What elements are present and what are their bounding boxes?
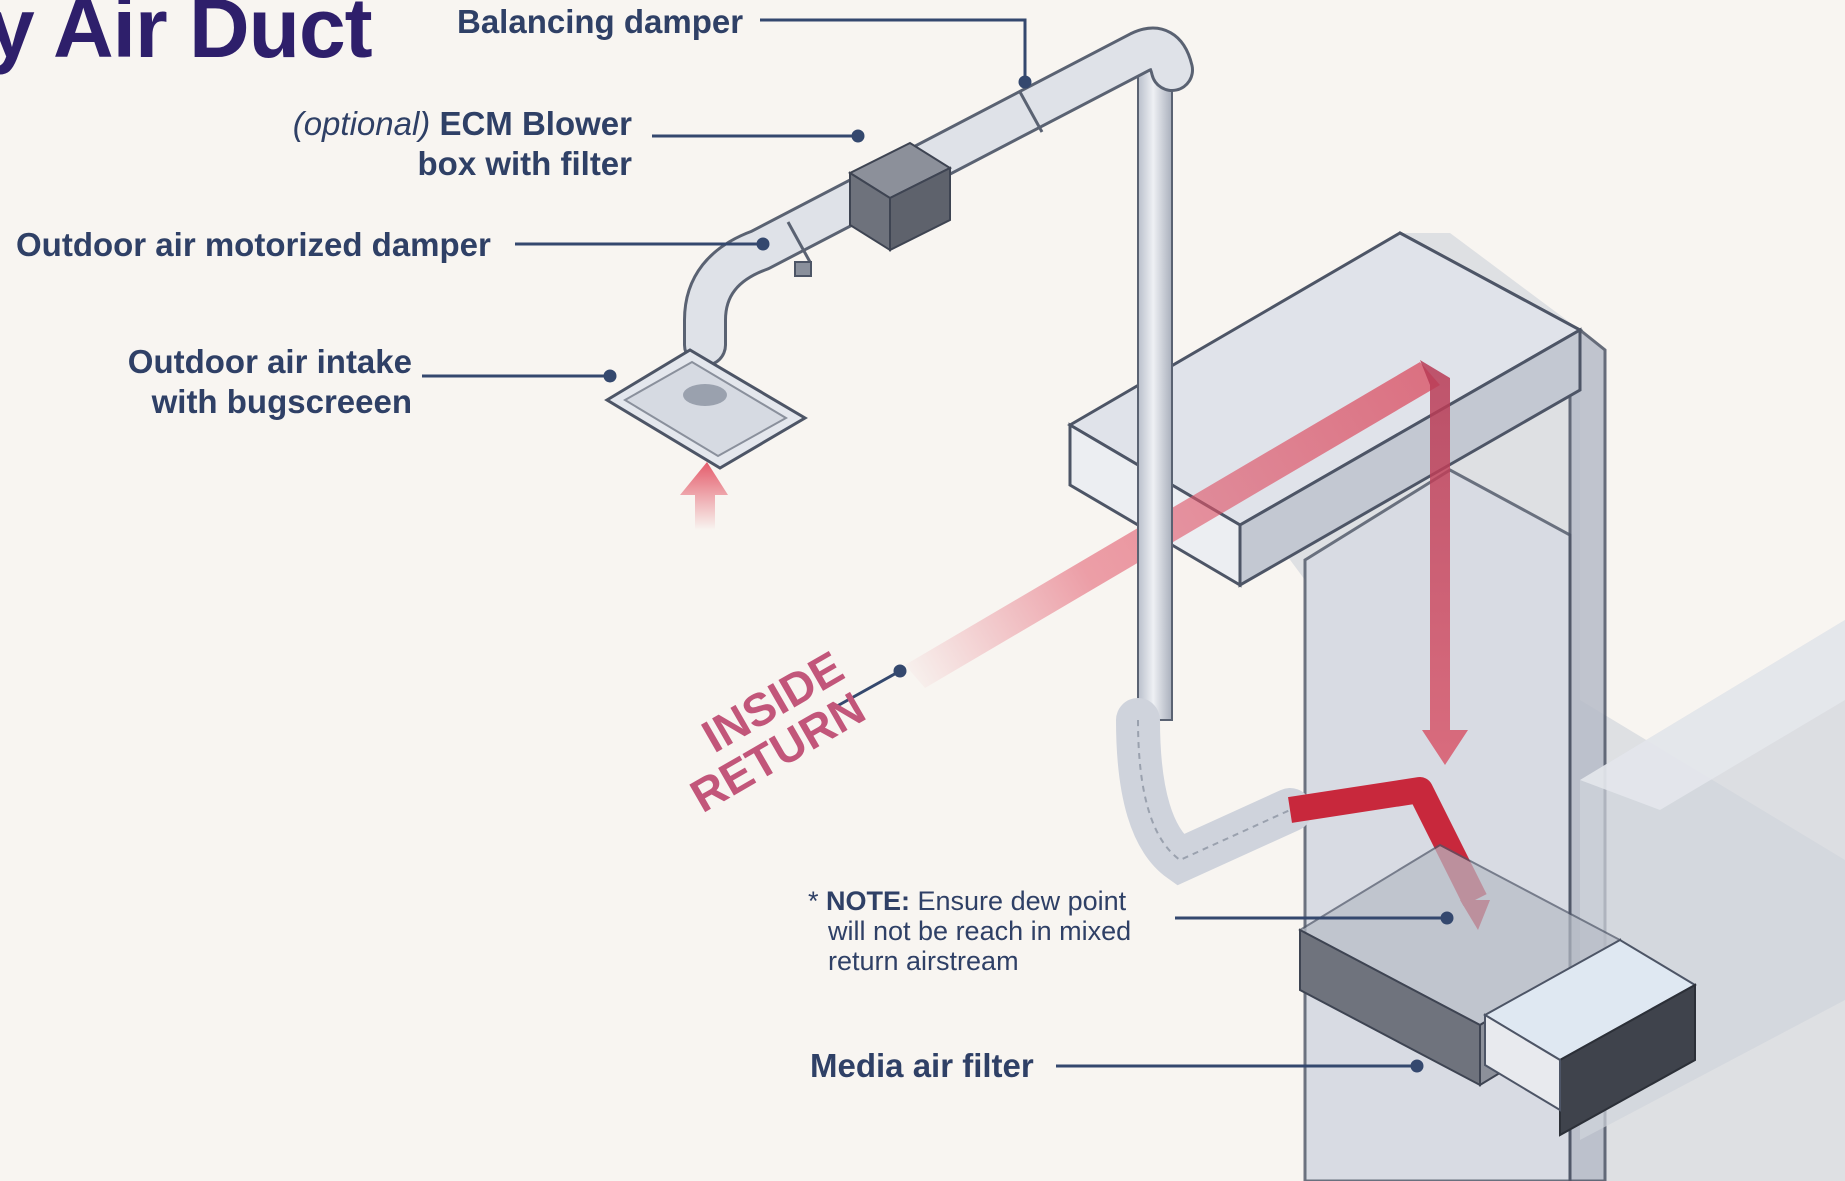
note-bold: NOTE: bbox=[826, 886, 911, 916]
leader-inside-return bbox=[829, 669, 901, 712]
label-motorized-damper: Outdoor air motorized damper bbox=[16, 226, 491, 263]
leader-balancing-damper bbox=[760, 18, 1027, 82]
leader-lines bbox=[422, 18, 1454, 1073]
note-line1: Ensure dew point bbox=[910, 886, 1127, 916]
motorized-damper-actuator bbox=[794, 261, 812, 277]
label-media-filter: Media air filter bbox=[810, 1047, 1034, 1084]
note-line2: will not be reach in mixed bbox=[828, 916, 1132, 946]
label-intake-line2: with bugscreeen bbox=[151, 383, 412, 420]
label-balancing-damper: Balancing damper bbox=[457, 3, 744, 40]
dew-point-note: * NOTE: Ensure dew point will not be rea… bbox=[808, 886, 1131, 976]
label-ecm-optional: (optional) bbox=[292, 105, 431, 142]
label-ecm-line2: box with filter bbox=[417, 145, 633, 182]
outdoor-air-duct-run bbox=[683, 26, 1194, 367]
downward-airflow-arrow bbox=[1420, 360, 1468, 765]
label-ecm-blower: (optional) ECM Blower box with filter bbox=[272, 104, 632, 184]
label-intake: Outdoor air intake with bugscreeen bbox=[60, 342, 412, 422]
label-ecm-line1: ECM Blower bbox=[439, 105, 632, 142]
media-filter-housing bbox=[1297, 843, 1697, 1137]
label-intake-line1: Outdoor air intake bbox=[127, 343, 412, 380]
note-star: * bbox=[808, 886, 827, 916]
balancing-damper-ring bbox=[1018, 91, 1044, 133]
note-line3: return airstream bbox=[828, 946, 1019, 976]
page-title: y Air Duct bbox=[0, 0, 373, 75]
intake-airflow-arrow bbox=[680, 462, 728, 530]
motorized-damper-ring bbox=[786, 221, 812, 263]
outdoor-air-intake bbox=[604, 348, 808, 470]
ecm-blower-box bbox=[847, 141, 953, 252]
